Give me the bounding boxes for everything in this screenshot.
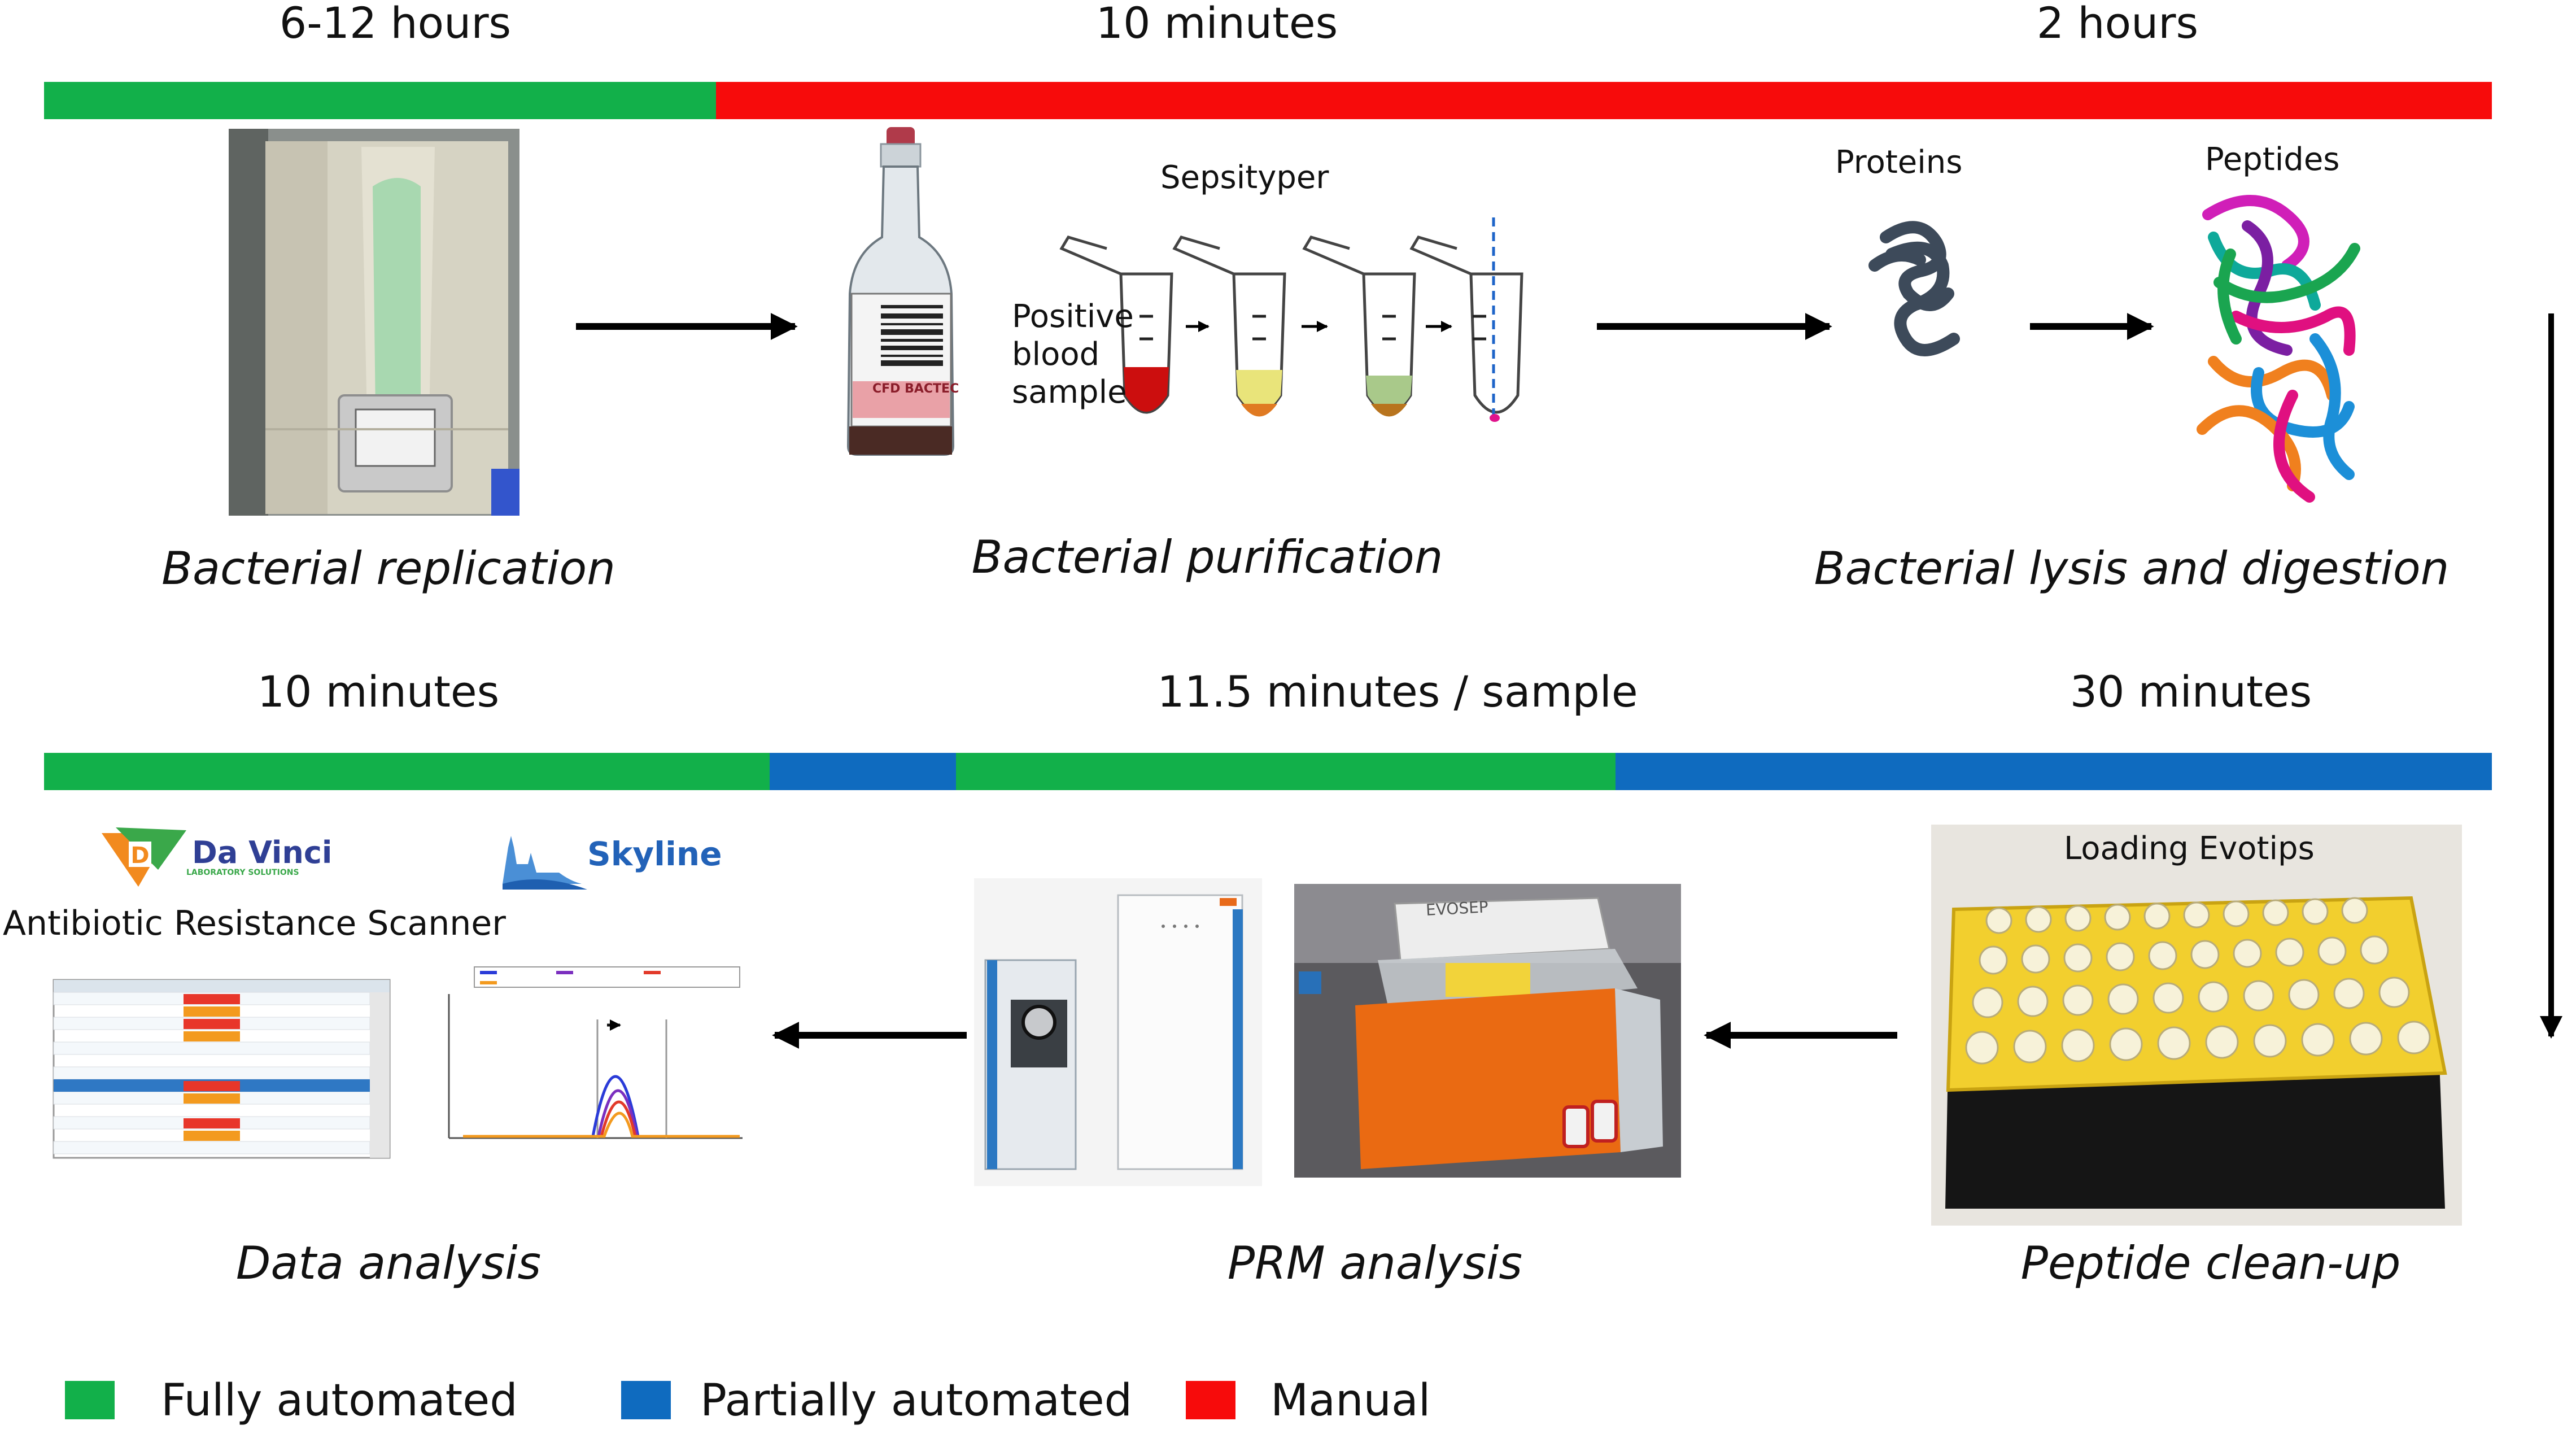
timeline-bar-2-partially-automated-a	[770, 753, 956, 790]
legend-swatch-partially-automated	[621, 1381, 671, 1419]
timeline-bar-1-fully-automated	[44, 82, 716, 119]
evosep-brand: EVOSEP	[1425, 897, 1489, 919]
step-data-analysis: Data analysis	[235, 1237, 542, 1289]
step-bacterial-purification: Bacterial purification	[971, 531, 1443, 583]
legend-label-partially-automated: Partially automated	[700, 1375, 1133, 1426]
results-table-thumbnail	[53, 979, 391, 1159]
peptides-icon	[2197, 195, 2360, 503]
bottle-label: CFD BACTEC	[872, 382, 959, 396]
label-positive: Positive	[1012, 298, 1134, 335]
da-vinci-subtitle: LABORATORY SOLUTIONS	[186, 868, 299, 877]
label-blood: blood	[1012, 336, 1100, 373]
label-proteins: Proteins	[1835, 144, 1963, 181]
legend-swatch-manual	[1186, 1381, 1235, 1419]
da-vinci-name: Da Vinci	[192, 835, 333, 870]
label-peptides: Peptides	[2205, 141, 2340, 178]
label-loading-evotips: Loading Evotips	[2064, 830, 2315, 867]
da-vinci-logo: D	[102, 827, 186, 887]
mass-spectrometer-photo	[974, 878, 1262, 1186]
legend-label-manual: Manual	[1270, 1375, 1431, 1426]
protein-icon	[1868, 221, 1960, 356]
duration-purification: 10 minutes	[1095, 0, 1338, 48]
step-bacterial-lysis-digestion: Bacterial lysis and digestion	[1814, 542, 2450, 595]
timeline-bar-2-fully-automated-b	[956, 753, 1616, 790]
label-antibiotic-resistance-scanner: Antibiotic Resistance Scanner	[3, 904, 506, 943]
evotips-photo	[1931, 825, 2462, 1226]
duration-data-analysis: 10 minutes	[257, 666, 500, 717]
legend-swatch-fully-automated	[65, 1381, 115, 1419]
timeline-bar-2-partially-automated-b	[1616, 753, 2492, 790]
timeline-bar-1-manual	[716, 82, 2492, 119]
legend-label-fully-automated: Fully automated	[161, 1375, 518, 1426]
duration-replication: 6-12 hours	[279, 0, 512, 48]
incubator-photo	[229, 129, 519, 516]
timeline-bar-2-fully-automated-a	[44, 753, 770, 790]
blood-culture-bottle	[846, 127, 955, 456]
step-prm-analysis: PRM analysis	[1227, 1237, 1523, 1289]
label-sample: sample	[1012, 374, 1127, 411]
svg-text:D: D	[130, 843, 149, 869]
duration-prm-analysis: 11.5 minutes / sample	[1157, 666, 1638, 717]
step-bacterial-replication: Bacterial replication	[161, 542, 615, 595]
chromatogram-thumbnail	[432, 960, 751, 1166]
label-sepsityper: Sepsityper	[1160, 159, 1329, 196]
evosep-photo	[1294, 884, 1681, 1178]
sepsityper-tubes	[1059, 217, 1523, 422]
duration-lysis: 2 hours	[2036, 0, 2199, 48]
skyline-logo-icon	[503, 836, 587, 890]
duration-peptide-cleanup: 30 minutes	[2069, 666, 2312, 717]
step-peptide-cleanup: Peptide clean-up	[2020, 1237, 2401, 1289]
skyline-name: Skyline	[587, 835, 722, 873]
